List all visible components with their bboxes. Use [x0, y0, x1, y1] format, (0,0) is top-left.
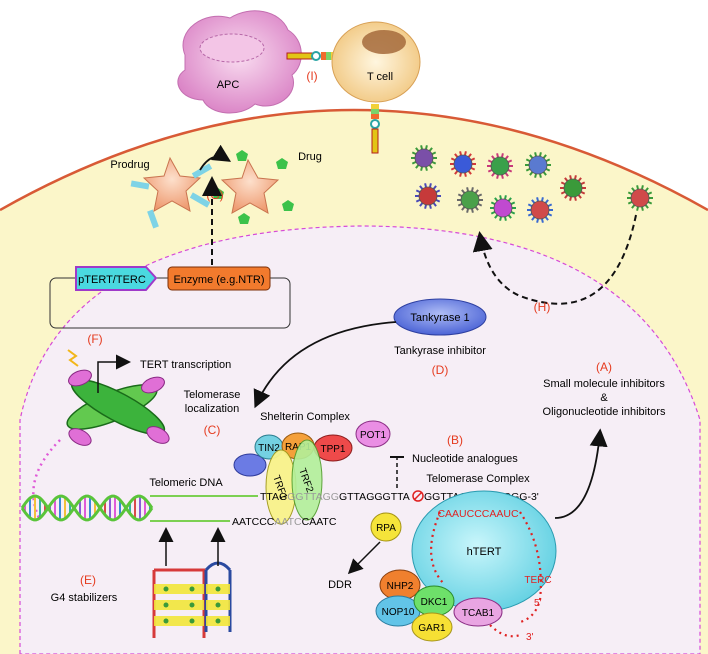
virus-particle [487, 153, 513, 179]
cell-membrane [0, 108, 708, 212]
tankyrase-to-trf1-arrow [253, 321, 397, 409]
ddr-label: DDR [328, 579, 352, 591]
shelterin-label: Shelterin Complex [260, 411, 350, 423]
prodrug-label: Prodrug [110, 159, 149, 171]
virus-particle [457, 187, 483, 213]
g4-stabilizers-label: G4 stabilizers [51, 592, 118, 604]
tert-transcription-arrow [97, 354, 131, 393]
oncolytic-virus-single [627, 185, 653, 211]
dna-double-helix [20, 494, 154, 522]
seq-bottom-3: CAATC [302, 516, 337, 528]
pot1-label: POT1 [360, 430, 387, 441]
tankyrase-inhibitor-label: Tankyrase inhibitor [394, 345, 486, 357]
tcr-mhc-connector [286, 51, 336, 61]
chromosome [66, 349, 170, 446]
virus-particle [450, 151, 476, 177]
t-cell: T cell [331, 21, 421, 103]
gar1-label: GAR1 [418, 623, 446, 634]
ampersand-label: & [600, 392, 608, 404]
plasmid-construct: pTERT/TERC Enzyme (e.g.NTR) [49, 266, 291, 329]
telomeric-sequence-bottom: AATCCCAATCCAATC [232, 516, 337, 528]
virus-particle [560, 175, 586, 201]
step-a-label: (A) [596, 360, 612, 374]
telomeric-dna-label: Telomeric DNA [149, 477, 223, 489]
drug-molecule [212, 150, 294, 224]
virus-particle [627, 185, 653, 211]
telomeric-sequence-top: TTAGGGTTAGGGTTAGGGTTA [260, 491, 410, 503]
dkc1-label: DKC1 [421, 597, 448, 608]
apc-label: APC [217, 79, 240, 91]
step-i-label: (I) [306, 69, 317, 83]
telomerase-complex-label: Telomerase Complex [426, 473, 530, 485]
seq-top-3: GTTAGGGTTA [339, 491, 410, 503]
drug-label: Drug [298, 151, 322, 163]
five-prime-label: 5' [534, 598, 542, 609]
seq-bottom-1: AATCCC [232, 516, 275, 528]
tert-transcription-label: TERT transcription [140, 359, 231, 371]
seq-top-1: TTAG [260, 491, 287, 503]
virus-particle [411, 145, 437, 171]
seq-bottom-2: AATC [274, 516, 302, 528]
pTERT-label: pTERT/TERC [78, 274, 146, 286]
nop10-label: NOP10 [382, 607, 415, 618]
terc-label: TERC [524, 575, 551, 586]
rpa-to-ddr-arrow [347, 541, 381, 575]
nhp2-label: NHP2 [387, 581, 414, 592]
shelterin-complex: TIN2 RAP1 TPP1 POT1 TRF1 TRF2 [233, 420, 391, 525]
step-c-label: (C) [204, 423, 221, 437]
dna-backbone [20, 494, 154, 522]
step-f-label: (F) [87, 332, 102, 346]
virus-particle [490, 195, 516, 221]
step-e-label: (E) [80, 573, 96, 587]
prodrug-to-drug-arrow [199, 144, 232, 171]
step-g-label: (G) [206, 188, 223, 202]
tankyrase-1: Tankyrase 1 [393, 298, 487, 336]
tcab1-label: TCAB1 [462, 608, 495, 619]
template-label: CAAUCCCAAUC [437, 508, 519, 520]
htert: hTERT [411, 490, 557, 612]
tpp1-label: TPP1 [320, 444, 345, 455]
virus-return-arrow [472, 214, 637, 305]
nucleotide-label: Nucleotide analogues [412, 453, 518, 465]
three-prime-label: 3' [526, 632, 534, 643]
virus-particle [527, 197, 553, 223]
rpa [370, 512, 402, 542]
dna-backbone [20, 494, 154, 522]
virus-particle [525, 152, 551, 178]
step-d-label: (D) [432, 363, 449, 377]
htert-to-inhibitors-arrow [554, 428, 608, 519]
telomerase-localization-label-2: localization [185, 403, 239, 415]
htert-label: hTERT [467, 546, 502, 558]
oncolytic-virus-cluster [411, 145, 586, 223]
membrane-receptor [370, 104, 380, 154]
telomerase-localization-label-1: Telomerase [184, 389, 241, 401]
small-molecule-label: Small molecule inhibitors [543, 378, 665, 390]
virus-particle [415, 183, 441, 209]
prodrug-molecule [130, 156, 213, 229]
tcell-label: T cell [367, 71, 393, 83]
inhibition-symbol [412, 490, 424, 502]
rpa-label: RPA [376, 523, 396, 534]
seq-top-2: GGTTAGG [287, 491, 339, 503]
step-b-label: (B) [447, 433, 463, 447]
dyskerin-complex: NHP2 NOP10 DKC1 GAR1 TCAB1 [375, 569, 503, 642]
oligonucleotide-label: Oligonucleotide inhibitors [543, 406, 666, 418]
enzyme-label: Enzyme (e.g.NTR) [173, 274, 264, 286]
tin2-label: TIN2 [258, 443, 280, 454]
apc-cell: APC [177, 10, 302, 114]
step-h-label: (H) [534, 300, 551, 314]
tankyrase1-label: Tankyrase 1 [410, 312, 469, 324]
terc-rna-loop [430, 511, 542, 638]
